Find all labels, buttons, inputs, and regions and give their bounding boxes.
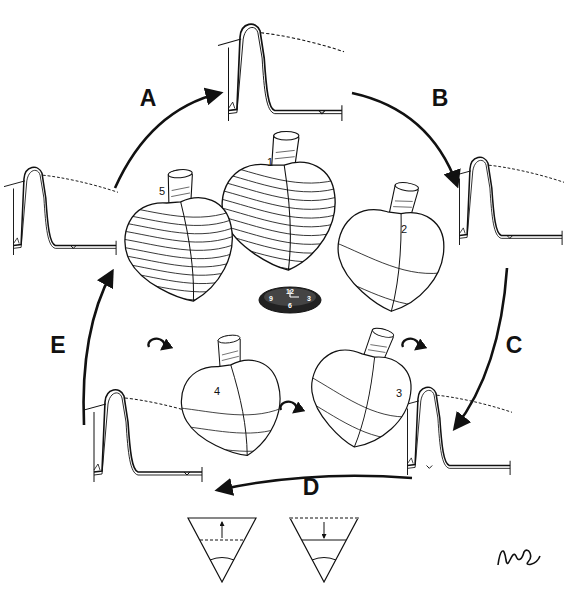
rotation-arrow [148,339,164,349]
heart-drawing [217,132,343,280]
rotation-arrow [280,402,296,412]
pressure-curve [398,387,512,475]
heart-drawing [286,314,432,488]
cycle-arrow [84,272,112,425]
cycle-arrow [115,93,220,188]
clock-numeral: 3 [307,295,311,302]
heart-drawing [114,165,246,316]
phase-letter: C [506,334,523,357]
clock-numeral: 9 [269,295,273,302]
pressure-curve [218,24,344,121]
pressure-triangle [188,518,256,582]
callout-number: 4 [214,386,220,397]
clock-numeral: 6 [288,302,292,309]
pressure-curve [450,157,564,245]
rotation-arrow [402,339,418,349]
callout-number: 3 [396,388,402,399]
pressure-curve [4,167,118,255]
phase-letter: D [303,476,320,499]
clock-numeral: 12 [286,288,294,295]
phase-letter: A [140,87,157,110]
signature [498,550,540,565]
callout-number: 1 [267,157,273,168]
clock-icon [259,287,321,313]
phase-letter: B [432,87,449,110]
phase-letter: E [50,334,65,357]
pressure-triangle [290,518,358,582]
cycle-arrow [455,268,507,428]
heart-drawing [322,174,460,342]
callout-number: 5 [159,186,165,197]
heart-drawing [168,329,299,498]
callout-number: 2 [401,224,407,235]
